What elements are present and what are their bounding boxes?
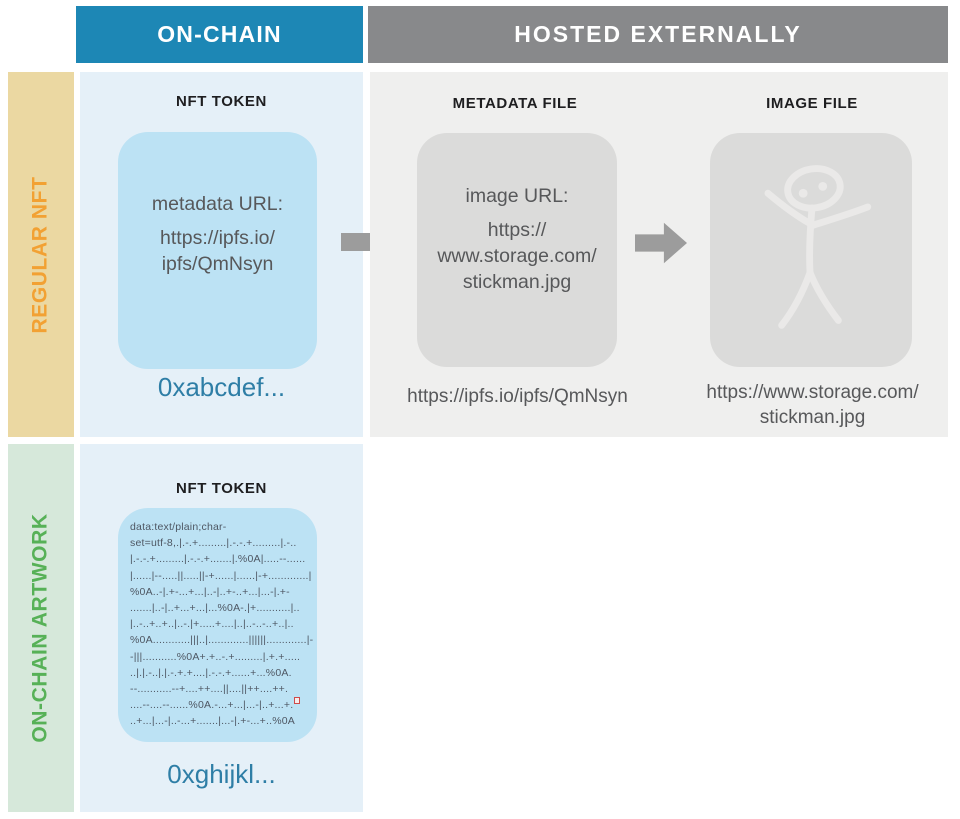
metadata-file-title: METADATA FILE — [452, 95, 578, 112]
header-hosted-externally-label: HOSTED EXTERNALLY — [514, 21, 802, 47]
metadata-file-card: image URL: https:// www.storage.com/ sti… — [417, 133, 617, 367]
token-data-line: .......|..-|..+...+...|...%0A-.|+.......… — [130, 602, 300, 615]
nft-token-title: NFT TOKEN — [176, 480, 267, 497]
nft-token-title: NFT TOKEN — [176, 93, 267, 110]
header-on-chain-label: ON-CHAIN — [157, 21, 282, 47]
nft-token-card: metadata URL: https://ipfs.io/ ipfs/QmNs… — [118, 132, 317, 369]
image-file-caption-line2: stickman.jpg — [759, 407, 866, 428]
row-strip-on-chain-artwork: ON-CHAIN ARTWORK — [8, 444, 74, 812]
panel-artwork-on-chain: NFT TOKEN data:text/plain;char- set=utf-… — [80, 444, 363, 812]
arrow-right-icon — [635, 222, 687, 264]
image-file-title: IMAGE FILE — [766, 95, 858, 112]
token-data-line: ..+...|...-|..-...+.......|...-|.+-...+.… — [130, 715, 296, 728]
image-url-line1: https:// — [487, 219, 547, 241]
image-file-card — [710, 133, 912, 367]
token-data-line: ....--....--......%0A.-...+...|...-|..+.… — [130, 697, 305, 713]
panel-hosted-externally: METADATA FILE image URL: https:// www.st… — [370, 72, 948, 437]
header-hosted-externally: HOSTED EXTERNALLY — [368, 6, 948, 63]
token-data-line: ..|.|.-..|.|.-.+.+....|.-.-.+......+...%… — [130, 666, 292, 679]
image-file-caption-line1: https://www.storage.com/ — [706, 382, 919, 403]
metadata-url-line1: https://ipfs.io/ — [160, 226, 275, 249]
token-data-line: --...........--+....++....||....||++....… — [130, 683, 289, 696]
image-url-line3: stickman.jpg — [462, 271, 572, 293]
metadata-file-card-text: image URL: https:// www.storage.com/ sti… — [417, 133, 617, 367]
nft-token-card-text: metadata URL: https://ipfs.io/ ipfs/QmNs… — [118, 132, 317, 369]
metadata-file-caption: https://ipfs.io/ipfs/QmNsyn — [407, 386, 628, 407]
token-data-line-text: ....--....--......%0A.-...+...|...-|..+.… — [130, 699, 294, 712]
image-file-caption: https://www.storage.com/ stickman.jpg — [675, 380, 950, 430]
token-data-line: set=utf-8,.|.-.+.........|.-.-.+........… — [130, 537, 297, 550]
stickman-image — [764, 165, 872, 329]
row-label-on-chain-artwork: ON-CHAIN ARTWORK — [29, 513, 53, 743]
image-url-line2: www.storage.com/ — [437, 245, 597, 267]
token-data-line: |..-..+..+..|..-.|+.....+....|..|..-..-.… — [130, 618, 294, 631]
row-strip-regular-nft: REGULAR NFT — [8, 72, 74, 437]
header-on-chain: ON-CHAIN — [76, 6, 363, 63]
metadata-url-line2: ipfs/QmNsyn — [161, 252, 274, 275]
token-data-line: |......|--.....||.....||-+......|......|… — [130, 569, 312, 582]
row-label-regular-nft: REGULAR NFT — [29, 175, 52, 334]
token-data-line: %0A............|||..|.............||||||… — [130, 634, 314, 647]
panel-regular-nft-on-chain: NFT TOKEN metadata URL: https://ipfs.io/… — [80, 72, 363, 437]
token-data-line: -|||...........%0A+.+..-.+.........|.+.+… — [130, 650, 301, 663]
image-url-label: image URL: — [465, 185, 569, 207]
token-data-line: data:text/plain;char- — [130, 521, 227, 533]
token-address-regular: 0xabcdef... — [157, 372, 286, 402]
token-address-artwork: 0xghijkl... — [167, 759, 276, 789]
metadata-url-label: metadata URL: — [151, 192, 284, 215]
token-data-line: |.-.-.+.........|.-.-.+.......|.%0A|....… — [130, 553, 306, 566]
nft-token-data-card: data:text/plain;char- set=utf-8,.|.-.+..… — [118, 508, 317, 742]
missing-glyph-icon — [294, 697, 301, 705]
token-data-line: %0A..-|.+-...+...|..-|..+-..+...|...-|.+… — [130, 585, 290, 598]
